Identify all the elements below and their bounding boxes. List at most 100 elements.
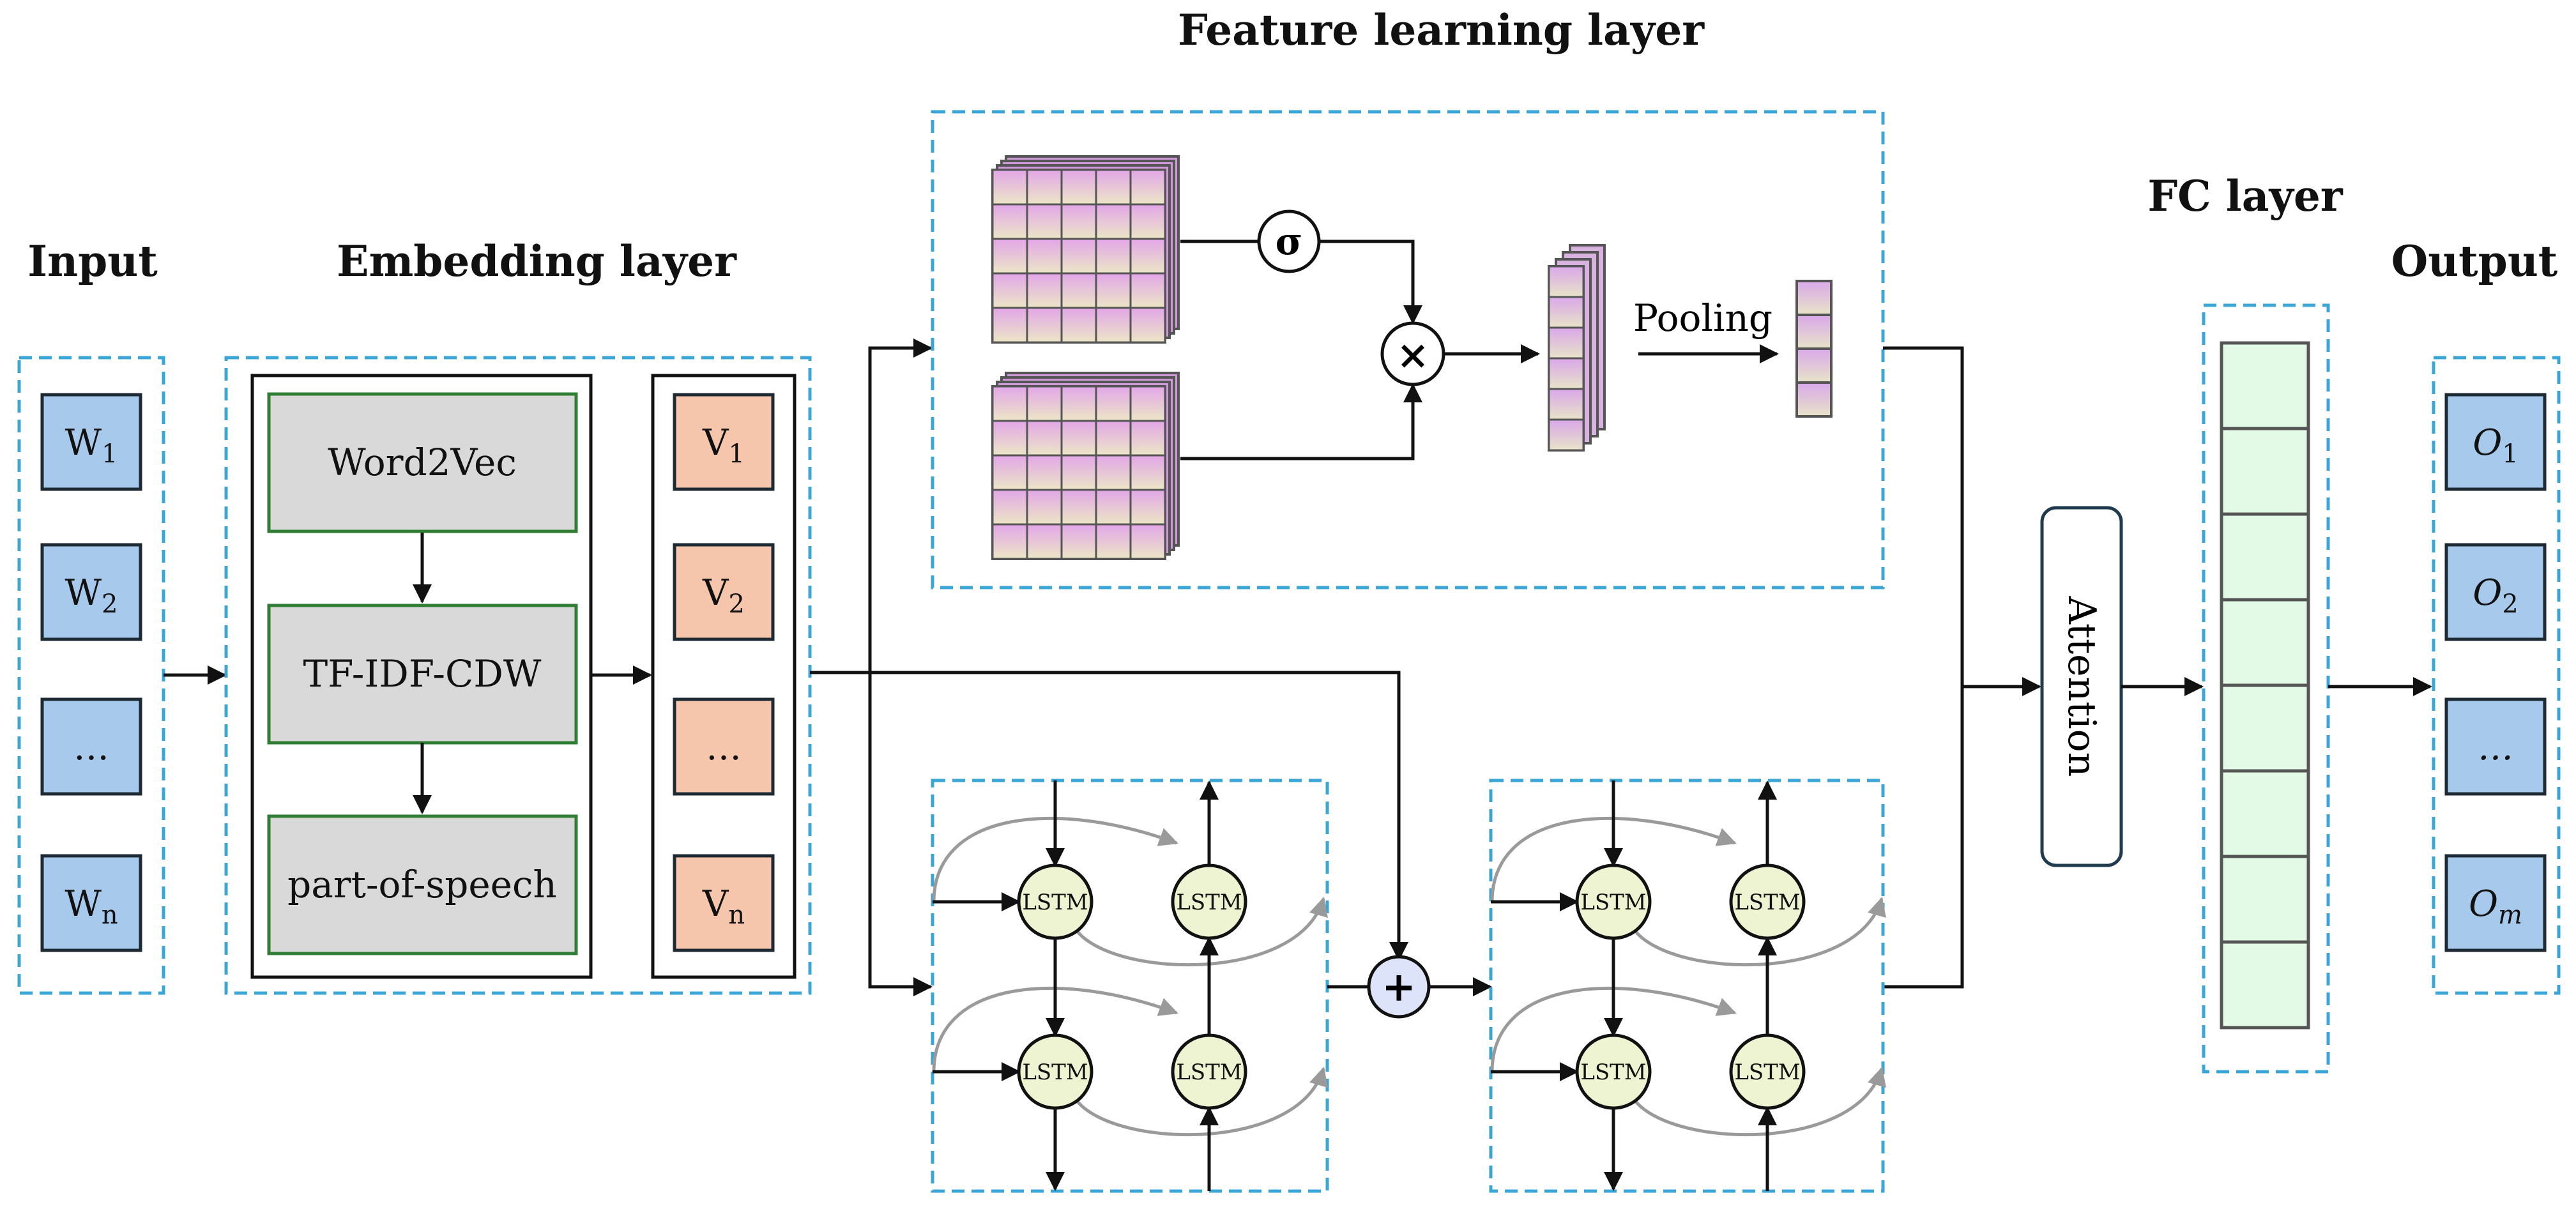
stacked-map-cell [1548,357,1585,390]
feature-map-cell [1129,454,1166,491]
vector-token-4: Vn [702,883,745,930]
feature-map-cell [1129,203,1166,240]
recurrent-connection [1631,1067,1886,1137]
bottom-map-to-multiply-line [1180,383,1422,460]
output-token-3: … [2478,727,2513,768]
input-box-4 [40,854,142,952]
input-box-3 [40,697,142,796]
output-box-4 [2444,854,2547,952]
feature-map-cell [1060,169,1097,206]
feature-map-cell [1129,307,1166,344]
feature-map-cell [1095,385,1132,422]
add-symbol: + [1382,963,1416,1011]
lstm-cell-label: LSTM [1022,1060,1088,1085]
recurrent-connection [932,986,1178,1072]
feature-map-cell [991,385,1028,422]
recurrent-connection [1490,816,1737,902]
feature-map-cell [1060,454,1097,491]
stacked-map-cell [1548,296,1585,329]
attention-label: Attention [2059,596,2104,777]
feature-learning-title: Feature learning layer [1178,5,1705,55]
feature-map-cell [1129,238,1166,275]
feature-map-cell [1129,272,1166,309]
lstm-cell [1575,1033,1652,1110]
vector-box-1 [673,393,775,491]
feature-map-cell [1026,272,1063,309]
stacked-feature-maps [1548,244,1606,452]
lstm-block-2-dashed-box [1489,779,1885,1193]
feature-map-cell [1060,238,1097,275]
embedding-step-box-2 [267,604,578,745]
vector-box-2 [673,543,775,641]
feature-map-cell [991,203,1028,240]
embedding-step-label-3: part-of-speech [287,863,557,906]
fc-cell [2220,512,2310,602]
feature-map-cell [1060,203,1097,240]
feature-map-cell [1060,385,1097,422]
feature-map-cell [1129,169,1166,206]
output-box-2 [2444,543,2547,641]
feature-map-cell [1129,385,1166,422]
fc-cell [2220,341,2310,430]
feature-map-cell [1026,385,1063,422]
vector-token-2: V2 [702,572,745,619]
feature-map-cell [991,489,1028,526]
feature-map-cell [1026,169,1063,206]
residual-to-add-line [870,671,1408,961]
input-title: Input [27,236,158,286]
recurrent-connection [1490,986,1737,1072]
pooled-vector [1795,280,1833,418]
output-token-1: O1 [2473,422,2518,469]
feature-map-cell [991,454,1028,491]
input-token-1: W1 [65,422,118,469]
fc-dashed-box [2202,303,2330,1074]
lstm-cell-label: LSTM [1734,1060,1800,1085]
lstm-cell [1729,1033,1806,1110]
fc-cell [2220,769,2310,858]
fc-cell [2220,855,2310,944]
sigma-to-multiply-line [1319,240,1422,324]
feature-map-cell [1095,307,1132,344]
recurrent-connection [1072,897,1328,967]
input-token-4: Wn [65,883,118,930]
pooling-label: Pooling [1633,296,1772,340]
vector-to-lstm-line [868,673,933,996]
feature-map-cell [1026,523,1063,560]
feature-map-cell [1026,203,1063,240]
fc-cell [2220,940,2310,1030]
feature-map-cell [1129,523,1166,560]
vector-box-4 [673,854,775,952]
feature-map-cell [991,420,1028,457]
embedding-step-box-3 [267,814,578,955]
sigma-symbol: σ [1276,220,1303,263]
cnn-to-attention-line [1883,346,1964,989]
pooled-cell [1795,314,1833,350]
feature-map-cell [991,272,1028,309]
output-box-1 [2444,393,2547,491]
recurrent-connection [1631,897,1886,967]
feature-map-cell [1026,420,1063,457]
lstm-cell-label: LSTM [1176,890,1242,915]
lstm-cell-label: LSTM [1580,890,1646,915]
feature-map-cell [1060,307,1097,344]
lstm-cell [1017,1033,1094,1110]
input-token-3: … [73,727,109,768]
output-dashed-box [2432,356,2561,995]
embedding-step-box-1 [267,392,578,533]
feature-map-cell [1060,420,1097,457]
embedding-title: Embedding layer [337,236,737,286]
conv-feature-map-bottom [991,372,1180,560]
output-title: Output [2391,236,2558,286]
fc-cell [2220,598,2310,687]
lstm-cell-label: LSTM [1176,1060,1242,1085]
vector-token-3: … [706,727,742,768]
feature-map-cell [1060,523,1097,560]
lstm-cell [1171,863,1247,940]
feature-map-cell [1095,238,1132,275]
output-box-3 [2444,697,2547,796]
feature-map-cell [991,169,1028,206]
feature-map-cell [1095,420,1132,457]
